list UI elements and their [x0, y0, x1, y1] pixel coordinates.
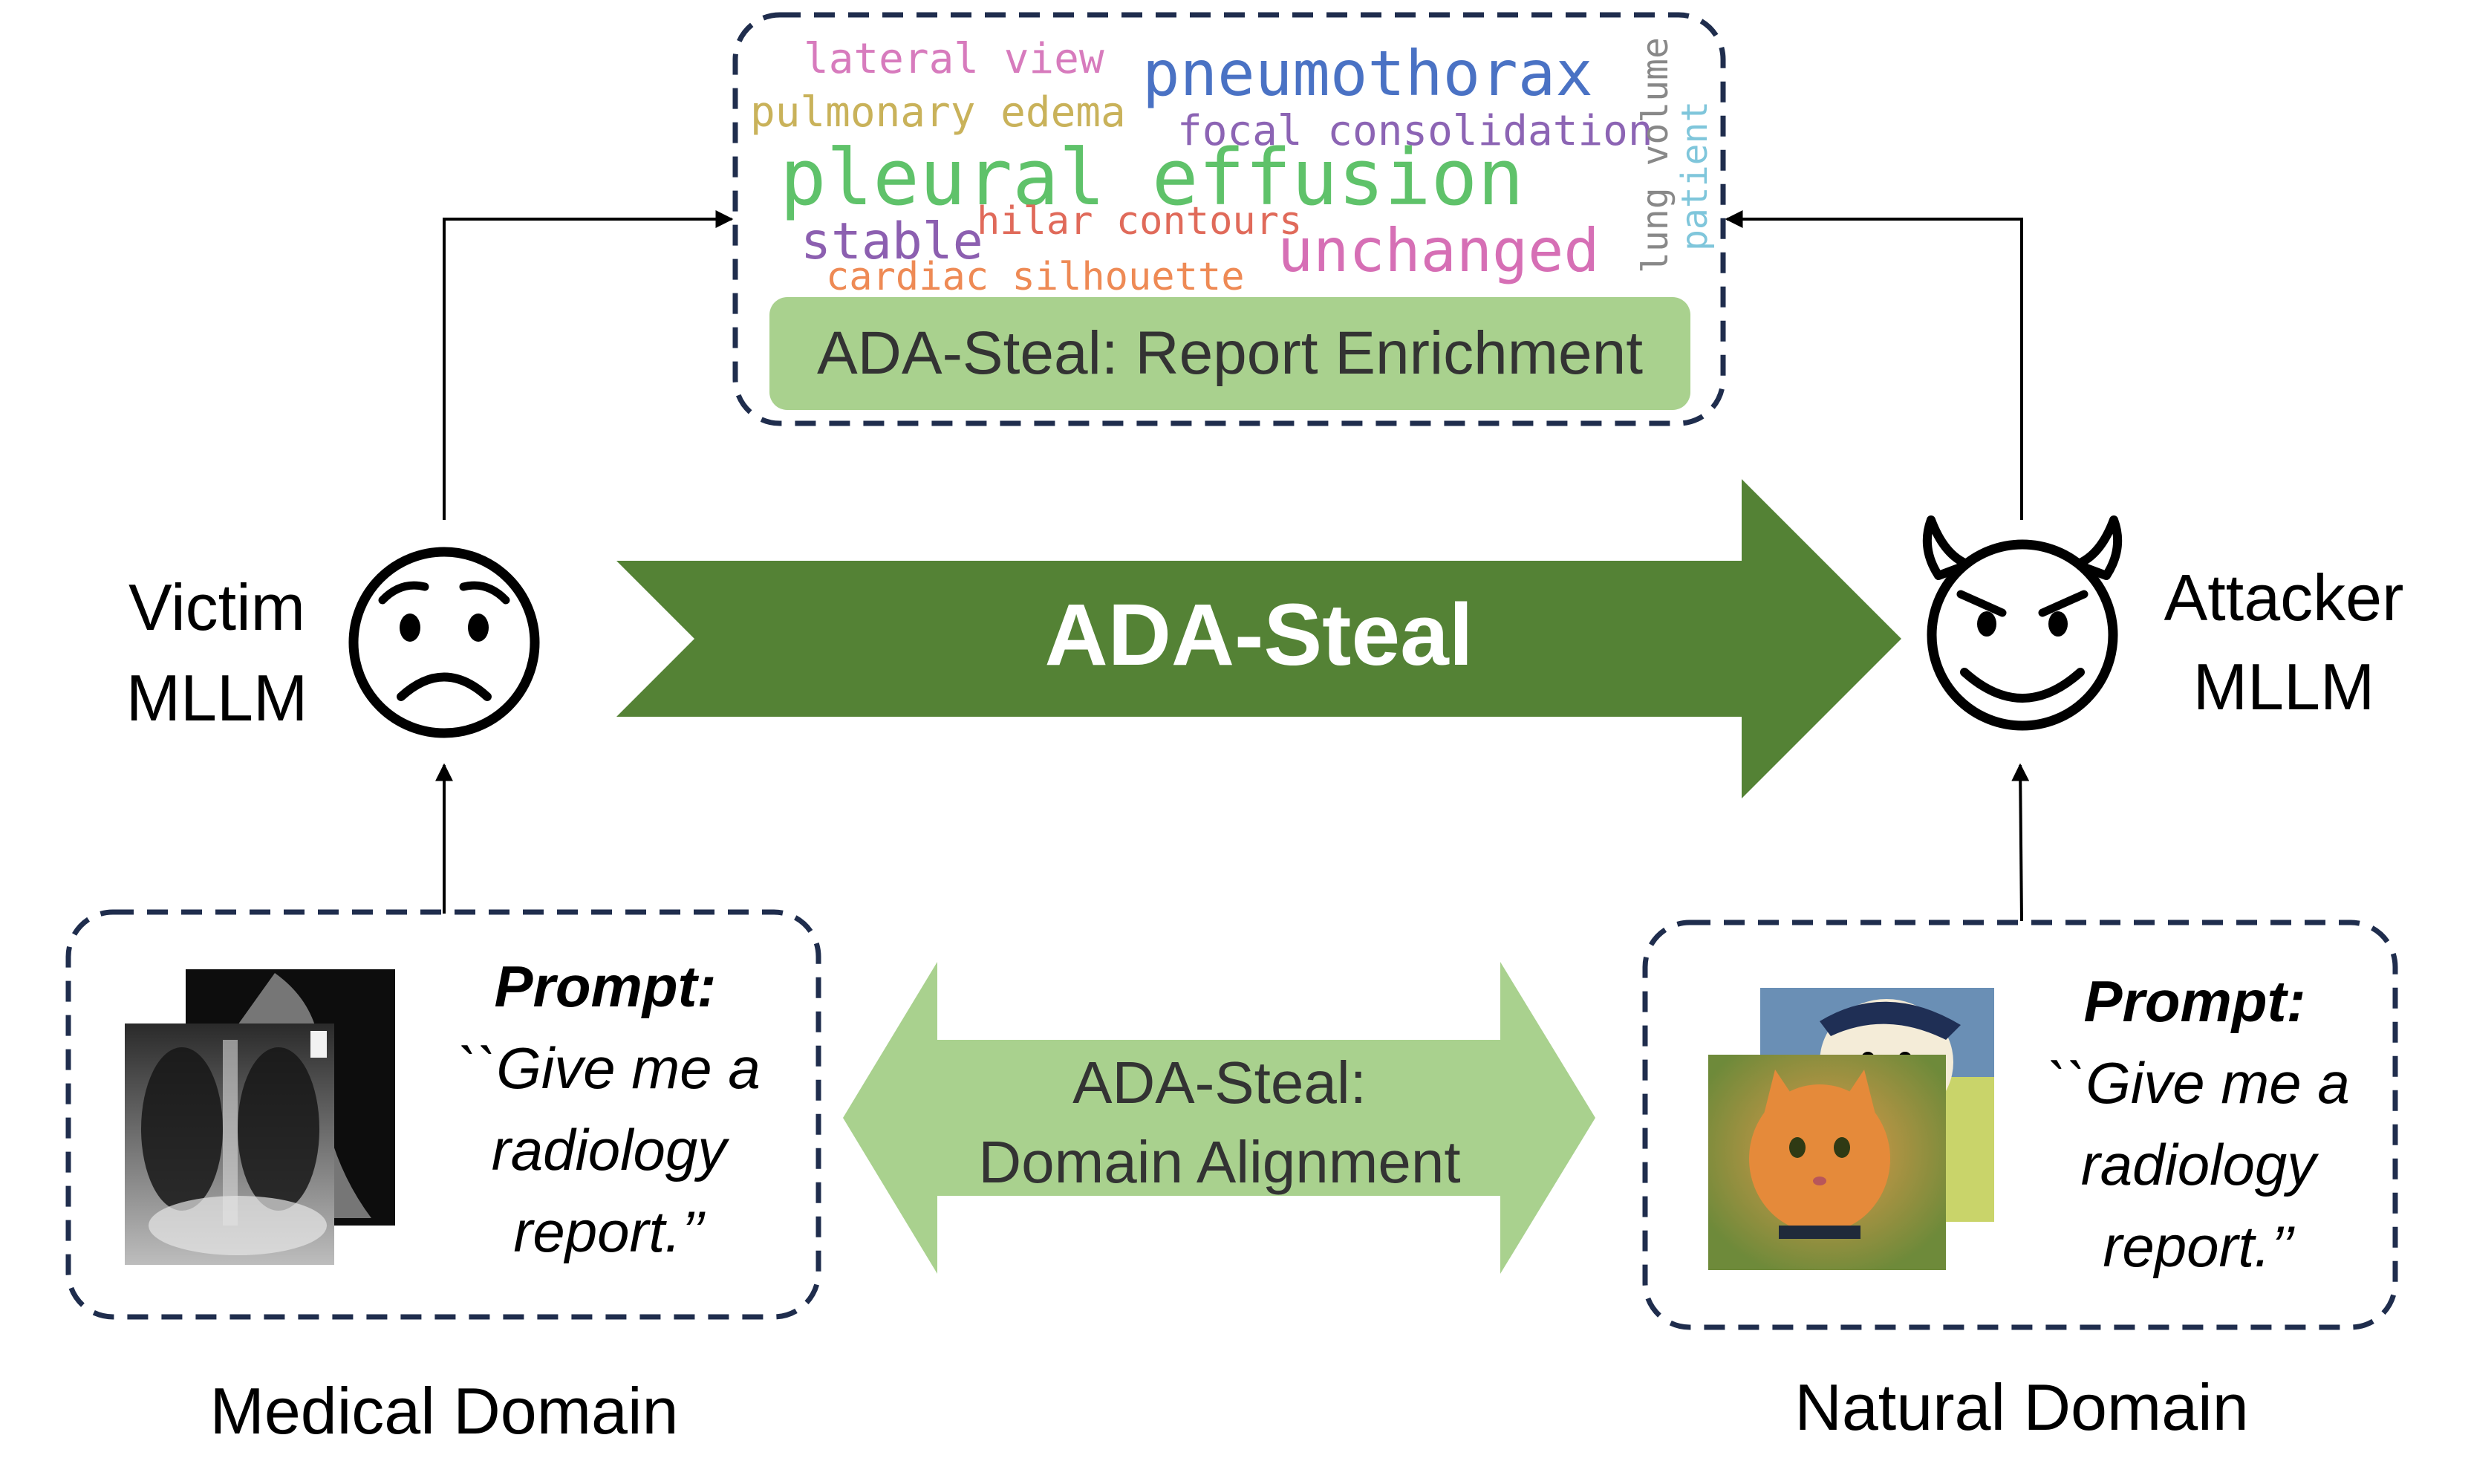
natural-prompt-line2: radiology [2081, 1132, 2319, 1197]
word-cardiac-silhouette: cardiac silhouette [826, 255, 1245, 299]
domain-alignment-line2: Domain Alignment [978, 1129, 1460, 1195]
word-pulmonary-edema: pulmonary edema [750, 88, 1126, 137]
attacker-label-line1: Attacker [2164, 561, 2404, 634]
word-hilar-contours: hilar contours [977, 199, 1302, 244]
word-patient: patient [1674, 101, 1716, 251]
natural-prompt-heading: Prompt: [2084, 969, 2306, 1034]
attacker-to-report-arrow [1725, 210, 2023, 520]
medical-prompt-line2: radiology [492, 1117, 730, 1182]
word-pleural-effusion: pleural effusion [780, 132, 1524, 223]
word-lateral-view: lateral view [804, 35, 1104, 83]
word-focal-consolidation: focal consolidation [1177, 107, 1653, 155]
word-stable: stable [801, 212, 983, 271]
main-ada-steal-arrow [616, 479, 1901, 798]
attacker-label-line2: MLLM [2193, 650, 2375, 723]
medical-prompt-line1: ``Give me a [458, 1035, 760, 1101]
word-cloud: lateral view pneumothorax pulmonary edem… [750, 35, 1716, 299]
natural-prompt-line3: report.’’ [2103, 1214, 2295, 1279]
word-lung-volume: lung volume [1635, 37, 1676, 273]
medical-prompt-line3: report.’’ [513, 1199, 706, 1264]
word-pneumothorax: pneumothorax [1142, 37, 1593, 110]
medical-prompt-heading: Prompt: [495, 954, 717, 1019]
natural-prompt-line1: ``Give me a [2047, 1050, 2349, 1116]
natural-domain-box [1642, 920, 2398, 1330]
medical-domain-label: Medical Domain [210, 1374, 679, 1448]
natural-images [1708, 988, 1994, 1270]
victim-label-line2: MLLM [126, 661, 308, 735]
devil-face-icon [1922, 515, 2123, 731]
word-unchanged: unchanged [1277, 216, 1599, 285]
medical-domain-box [65, 909, 821, 1320]
natural-to-attacker-arrow [2011, 763, 2030, 922]
main-arrow-label: ADA-Steal [1045, 586, 1474, 684]
domain-alignment-arrow [843, 962, 1595, 1274]
victim-to-report-arrow [443, 210, 734, 520]
domain-alignment-line1: ADA-Steal: [1072, 1049, 1367, 1116]
victim-label-line1: Victim [128, 570, 305, 644]
xray-images [125, 969, 395, 1265]
sad-face-icon [348, 547, 540, 738]
report-enrichment-bar [769, 297, 1690, 410]
report-enrichment-label: ADA-Steal: Report Enrichment [817, 319, 1643, 387]
report-box [732, 12, 1726, 426]
natural-domain-label: Natural Domain [1794, 1370, 2248, 1444]
